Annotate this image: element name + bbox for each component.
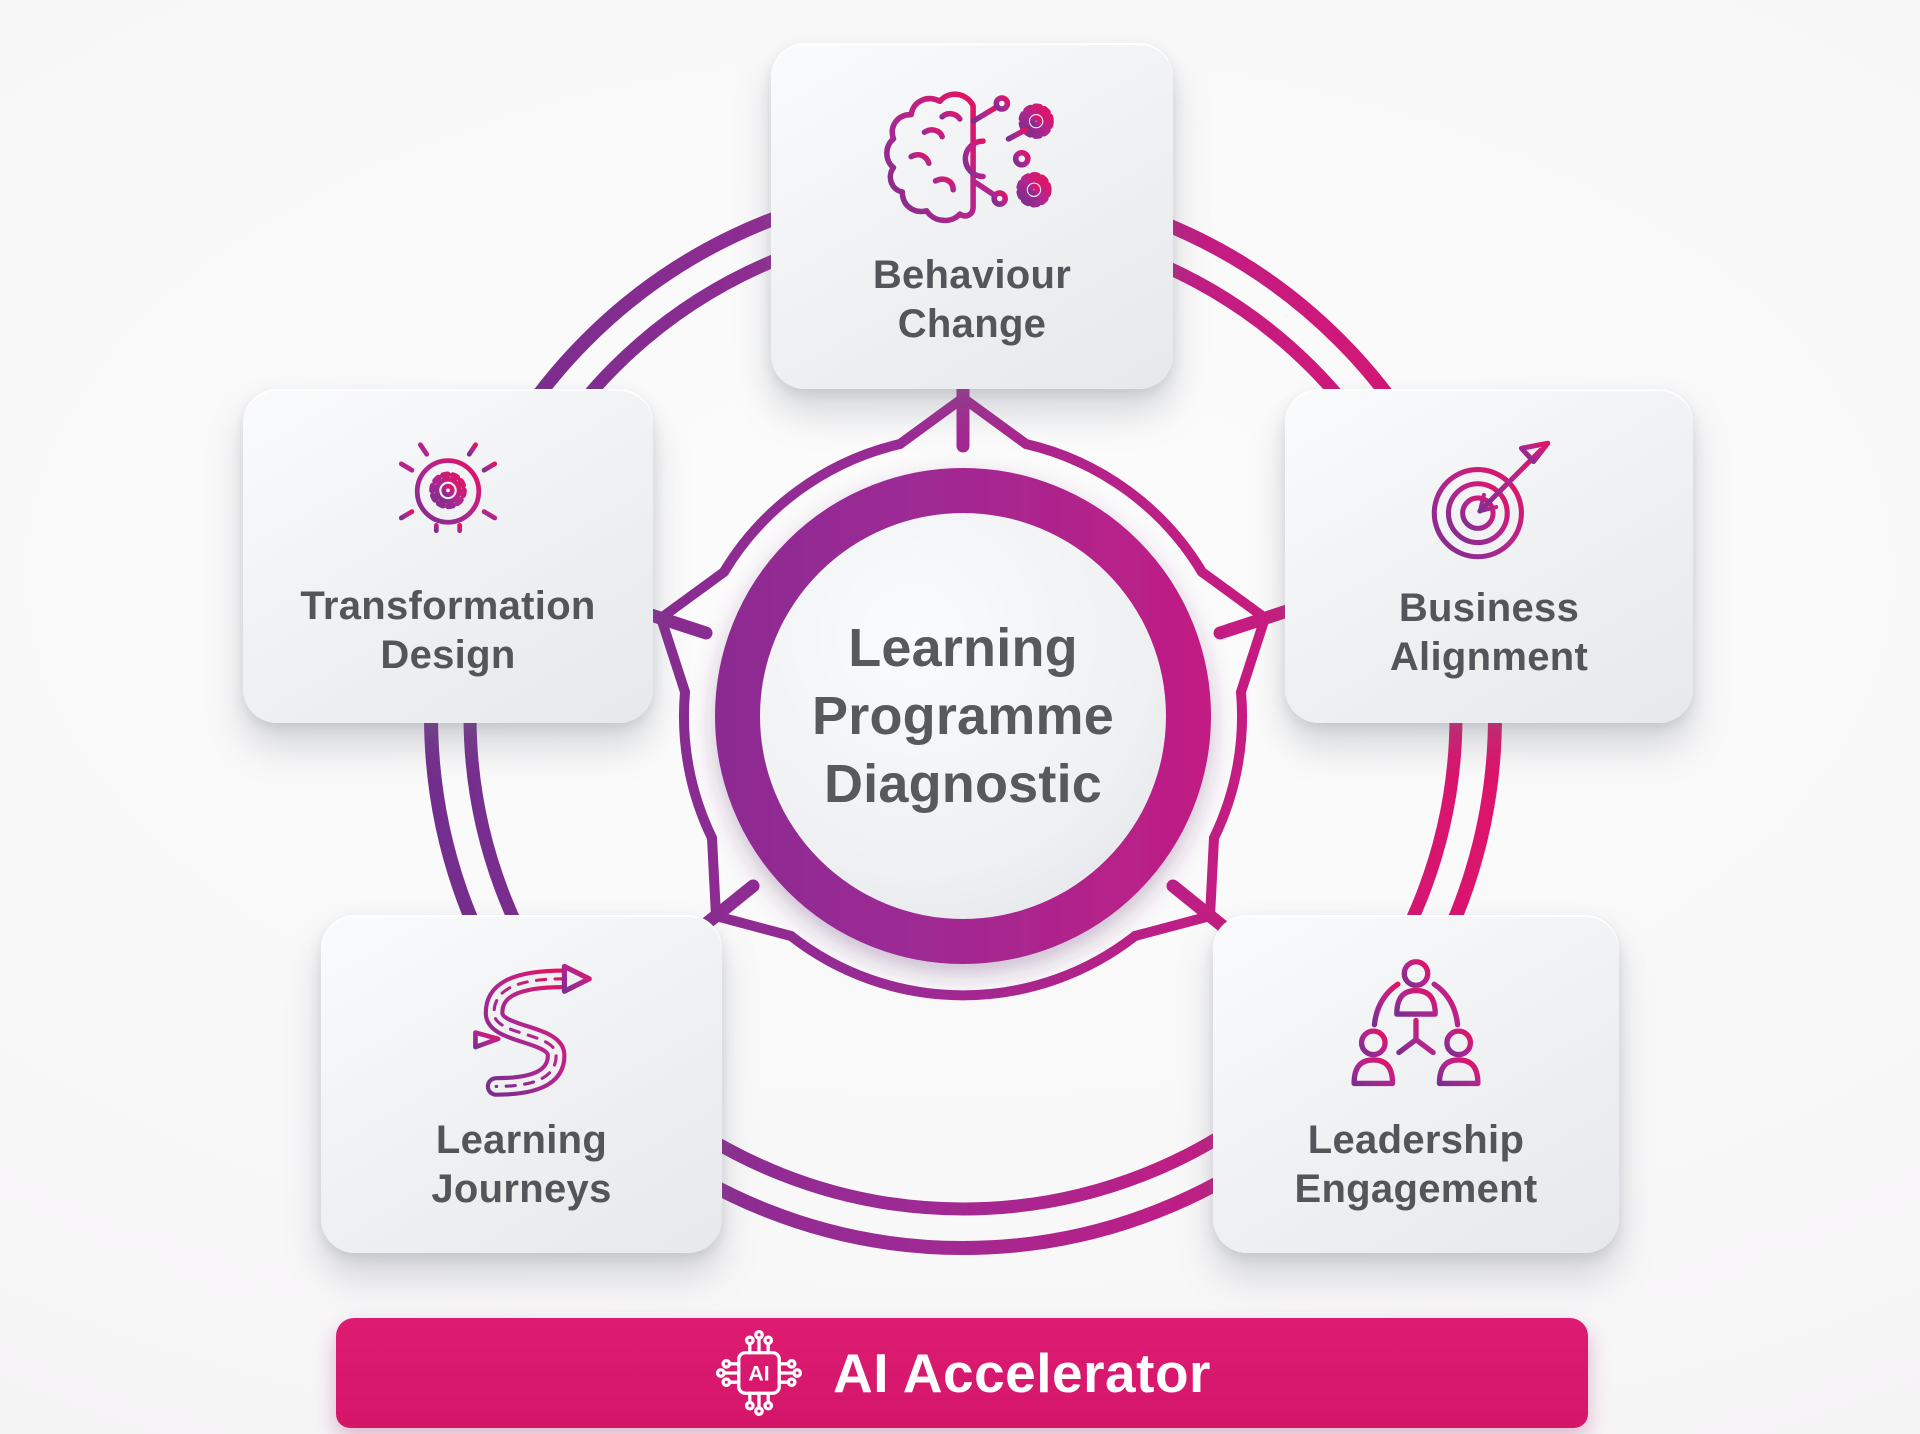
node-label: Business Alignment	[1389, 586, 1589, 679]
chip-ai-text: AI	[748, 1362, 769, 1385]
node-label: Learning Journeys	[431, 1118, 612, 1211]
node-leadership-engagement: Leadership Engagement	[1213, 915, 1619, 1253]
center-circle-title: Learning Programme Diagnostic	[761, 514, 1165, 918]
node-behaviour-change: Behaviour Change	[771, 43, 1173, 389]
footer-banner: AI AI Accelerator	[336, 1318, 1588, 1428]
ai-chip-icon: AI	[715, 1329, 803, 1417]
node-label: Behaviour Change	[872, 253, 1072, 346]
thin-broken-ring	[678, 439, 1248, 1001]
banner-label: AI Accelerator	[833, 1342, 1211, 1404]
node-learning-journeys: Learning Journeys	[321, 915, 722, 1253]
winding-road-icon	[461, 964, 592, 1097]
centre-hub	[715, 468, 1211, 964]
team-hierarchy-icon	[1351, 959, 1481, 1087]
lightbulb-gear-icon	[391, 436, 505, 555]
node-label: Transformation Design	[300, 584, 596, 677]
node-label: Leadership Engagement	[1294, 1118, 1538, 1211]
chevron-junctions	[656, 393, 1270, 941]
center-title-text: Learning Programme Diagnostic	[812, 617, 1114, 815]
target-arrow-icon	[1431, 440, 1551, 560]
brain-circuit-icon	[884, 91, 1054, 224]
node-business-alignment: Business Alignment	[1285, 389, 1693, 723]
node-transformation-design: Transformation Design	[243, 389, 653, 723]
